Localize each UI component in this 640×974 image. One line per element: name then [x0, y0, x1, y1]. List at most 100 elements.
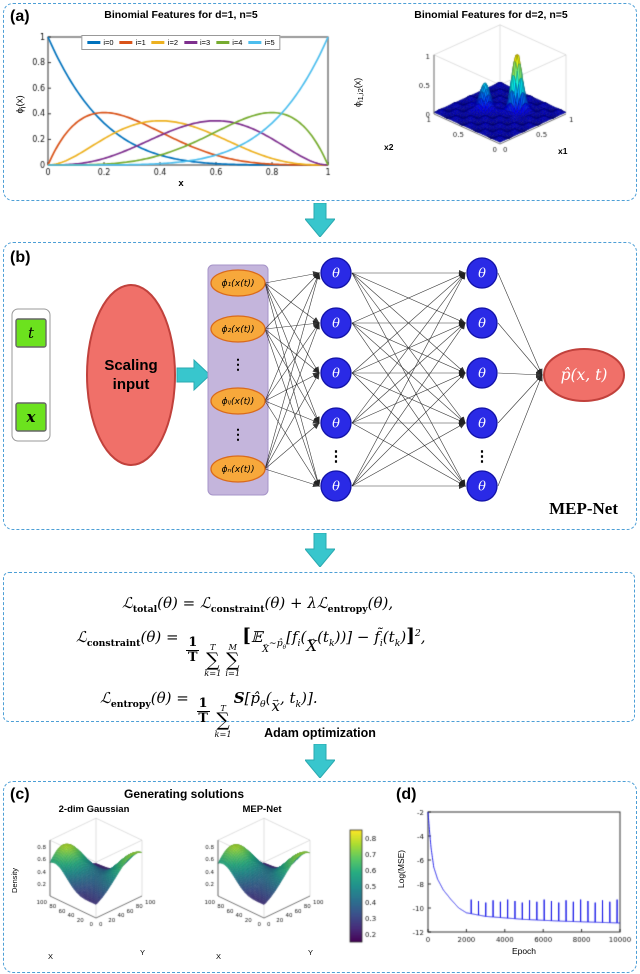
mepnet-caption: MEP-Net: [549, 499, 618, 518]
legend-item-i=2: i=2: [151, 38, 178, 47]
output-label: p̂(x, t): [561, 366, 608, 384]
edge-basis1-h1n2: [264, 328, 320, 374]
edge-basis3-h1n3: [264, 422, 320, 470]
edge-h1n4-h2n1: [351, 322, 466, 487]
edge-basis2-h1n1: [264, 322, 320, 402]
theta-label-l1-3: θ: [332, 417, 340, 432]
theta-label-l2-1: θ: [478, 317, 486, 332]
basis-label-0: ϕ₁(x(t)): [221, 278, 254, 289]
legend-item-i=0: i=0: [87, 38, 114, 47]
adam-optimization-label: Adam optimization: [264, 726, 376, 740]
panel-c-tag: (c): [10, 786, 30, 803]
hidden-node-l2-2: [466, 357, 498, 389]
mepnet-ylabel: Y: [308, 948, 314, 957]
hidden-node-l2-3: [466, 407, 498, 439]
edge-h1n1-h2n0: [351, 272, 466, 324]
hidden-node-l1-0: [320, 257, 352, 289]
basis-node-1: [210, 315, 266, 343]
gaussian-xlabel: X: [48, 952, 54, 961]
hidden-node-l2-0: [466, 257, 498, 289]
density-colorbar: [348, 826, 390, 948]
bernstein-line-chart: Binomial Features for d=1, n=5 i=0 i=1 i=2…: [15, 6, 336, 198]
theta-label-l1-1: θ: [332, 317, 340, 332]
edge-basis3-h1n1: [264, 322, 320, 470]
loss-xlabel: Epoch: [511, 946, 537, 956]
edge-basis3-h1n0: [264, 272, 321, 470]
legend: i=0 i=1 i=2 i=3 i=4 i=5: [81, 35, 281, 50]
legend-label: i=3: [200, 38, 211, 47]
binomial-surface-title: Binomial Features for d=2, n=5: [414, 9, 568, 21]
panel-c-d: (c) Generating solutions 2-dim Gaussian …: [3, 781, 637, 973]
training-loss-canvas: [394, 804, 634, 962]
edge-basis2-h1n3: [264, 400, 320, 424]
edge-basis1-h1n4: [264, 328, 320, 487]
panel-a-tag: (a): [10, 8, 30, 25]
legend-label: i=0: [103, 38, 114, 47]
hidden-node-l2-4: [466, 470, 498, 502]
legend-swatch: [87, 41, 101, 44]
edge-basis1-h1n1: [264, 320, 320, 330]
gaussian-ylabel: Y: [140, 948, 146, 957]
hidden-node-l1-2: [320, 357, 352, 389]
edge-basis2-h1n4: [264, 400, 320, 487]
down-arrow-3: [305, 744, 335, 778]
input-label-x: x: [26, 408, 37, 426]
legend-item-i=3: i=3: [184, 38, 210, 47]
edge-h1n3-h2n0: [351, 272, 466, 424]
hidden-dots-l1: ⋮: [329, 448, 344, 465]
binomial-surface-zlabel: ϕi1,i2(x): [352, 77, 366, 108]
edge-h2n4-output: [497, 374, 543, 487]
scaling-label-0: Scaling: [104, 357, 157, 374]
edge-basis1-h1n0: [264, 272, 320, 330]
legend-swatch: [248, 41, 262, 44]
binomial-surface-chart: Binomial Features for d=2, n=5 ϕi1,i2(x)…: [350, 6, 632, 196]
basis-label-2: ϕᵢⱼ(x(t)): [222, 396, 255, 407]
edge-h1n4-h2n0: [351, 272, 466, 487]
edge-basis0-h1n2: [264, 282, 320, 374]
down-arrow-2: [305, 533, 335, 567]
edge-basis0-h1n0: [264, 271, 320, 284]
edge-basis2-h1n0: [264, 272, 320, 402]
bernstein-chart-title: Binomial Features for d=1, n=5: [104, 9, 258, 21]
edge-basis2-h1n2: [264, 372, 320, 402]
hidden-node-l1-4: [320, 470, 352, 502]
legend-label: i=4: [232, 38, 243, 47]
scaling-input-node: [86, 284, 176, 466]
edge-basis0-h1n3: [264, 282, 320, 424]
legend-label: i=1: [135, 38, 146, 47]
loss-equations-panel: ℒtotal(θ) = ℒconstraint(θ) + λℒentropy(θ…: [3, 572, 635, 738]
legend-swatch: [151, 41, 165, 44]
scaling-to-basis-arrow: [176, 358, 211, 392]
theta-label-l1-0: θ: [332, 267, 340, 282]
edge-h2n1-output: [497, 322, 543, 376]
edge-h2n0-output: [497, 272, 543, 376]
edge-h1n4-h2n2: [351, 372, 466, 487]
mepnet-surface-title: MEP-Net: [242, 804, 282, 815]
theta-label-l1-2: θ: [332, 367, 340, 382]
edge-h1n3-h2n2: [351, 372, 466, 424]
basis-dots-1: ⋮: [231, 426, 245, 442]
legend-label: i=5: [264, 38, 275, 47]
output-node: [543, 348, 625, 402]
basis-node-0: [210, 269, 266, 297]
legend-item-i=4: i=4: [216, 38, 242, 47]
loss-ylabel: Log(MSE): [396, 849, 407, 889]
theta-label-l2-2: θ: [478, 367, 486, 382]
legend-item-i=1: i=1: [119, 38, 146, 47]
input-node-t: [15, 318, 47, 348]
theta-label-l1-4: θ: [332, 480, 340, 495]
bernstein-xlabel: x: [178, 178, 184, 189]
edge-h1n3-h2n1: [351, 322, 466, 424]
panel-d-tag: (d): [396, 786, 417, 803]
edge-basis0-h1n1: [264, 282, 320, 324]
theta-label-l2-0: θ: [478, 267, 486, 282]
bernstein-line-chart-canvas: [26, 32, 336, 182]
edge-basis1-h1n3: [264, 328, 320, 424]
gaussian-surface-canvas: [14, 816, 174, 964]
basis-label-1: ϕ₂(x(t)): [221, 324, 254, 335]
